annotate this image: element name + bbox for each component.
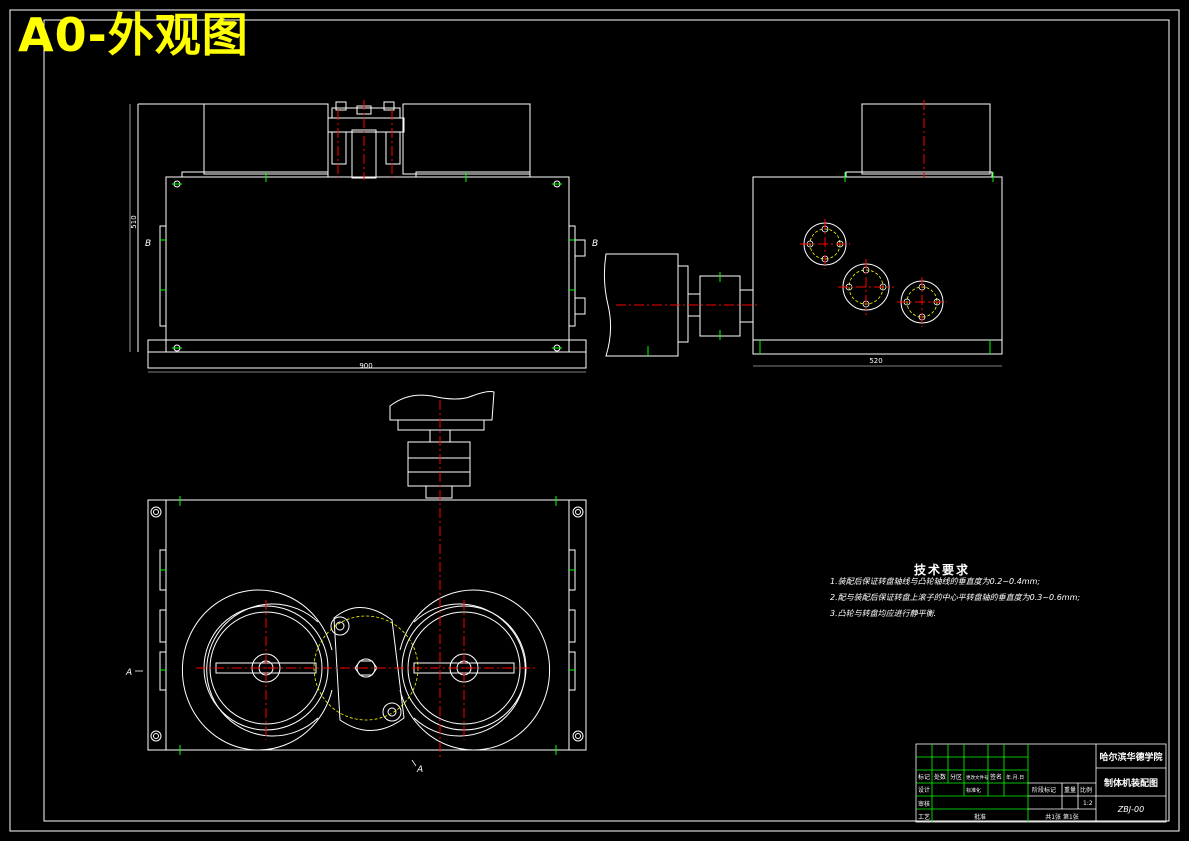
tech-req-heading: 技术要求 (914, 562, 970, 577)
tb-label-sign: 签名 (990, 773, 1002, 781)
sheet-border (9, 9, 1180, 832)
tb-label-standard: 标准化 (966, 787, 981, 794)
side-view-markers (647, 172, 994, 356)
plan-view-input (389, 391, 495, 499)
side-view-centerlines (616, 100, 947, 327)
tech-req-item-2: 2.配与装配后保证转盘上滚子的中心平转盘轴的垂直度为0.3~0.6mm; (830, 593, 1080, 602)
section-label-b-left: B (145, 239, 151, 249)
tech-req-item-3: 3.凸轮与转盘均应进行静平衡. (830, 609, 936, 618)
tb-drawing-no: ZBJ-00 (1117, 805, 1144, 814)
tb-label-scale: 比例 (1080, 786, 1092, 794)
tb-label-stage: 阶段标记 (1032, 786, 1056, 794)
side-view-bolt-circles (809, 228, 938, 318)
tb-label-process: 工艺 (918, 813, 930, 821)
front-view-centerlines (337, 100, 393, 180)
section-label-a-bottom: A (416, 765, 423, 775)
tb-scale-value: 1:2 (1083, 800, 1093, 807)
tb-sheet-info: 共1张 第1张 (1045, 813, 1079, 821)
section-label-b-right: B (592, 239, 598, 249)
tb-label-design: 设计 (918, 786, 930, 794)
title-block (915, 743, 1167, 823)
tb-label-count: 处数 (934, 773, 946, 781)
tb-label-review: 审核 (918, 800, 930, 808)
dim-width-front: 900 (359, 362, 372, 370)
front-view-markers (160, 172, 575, 349)
tb-drawing-name: 制体机装配图 (1104, 777, 1158, 789)
section-label-a-left: A (125, 668, 132, 678)
plan-view-turntables (181, 589, 551, 751)
tb-label-date: 年.月.日 (1006, 774, 1024, 781)
section-mark-a-bottom (411, 759, 417, 767)
tb-label-approve: 批准 (974, 813, 986, 821)
front-dimensions (129, 104, 586, 373)
plan-view-markers (160, 496, 575, 755)
tb-label-weight: 重量 (1064, 786, 1076, 794)
plan-view-housing (147, 499, 587, 751)
side-view-bolts (806, 225, 941, 321)
title-block-labels: 标记 处数 分区 更改文件号 签名 年.月.日 设计 标准化 阶段标记 重量 比… (918, 773, 1092, 821)
side-view (603, 103, 1003, 357)
tb-school: 哈尔滨华德学院 (1099, 751, 1162, 763)
front-view (137, 101, 587, 369)
tb-label-zone: 分区 (950, 773, 962, 781)
tb-label-change-doc: 更改文件号 (966, 774, 989, 781)
dim-width-side: 520 (869, 357, 882, 365)
tech-req-item-1: 1.装配后保证转盘轴线与凸轮轴线的垂直度为0.2~0.4mm; (830, 577, 1040, 586)
tb-label-mark: 标记 (918, 773, 930, 781)
technical-requirements: 技术要求 1.装配后保证转盘轴线与凸轮轴线的垂直度为0.2~0.4mm; 2.配… (830, 562, 1080, 618)
page-title: A0-外观图 (18, 8, 249, 62)
plan-view-centerlines (196, 400, 536, 760)
dim-height-front: 510 (130, 215, 138, 228)
